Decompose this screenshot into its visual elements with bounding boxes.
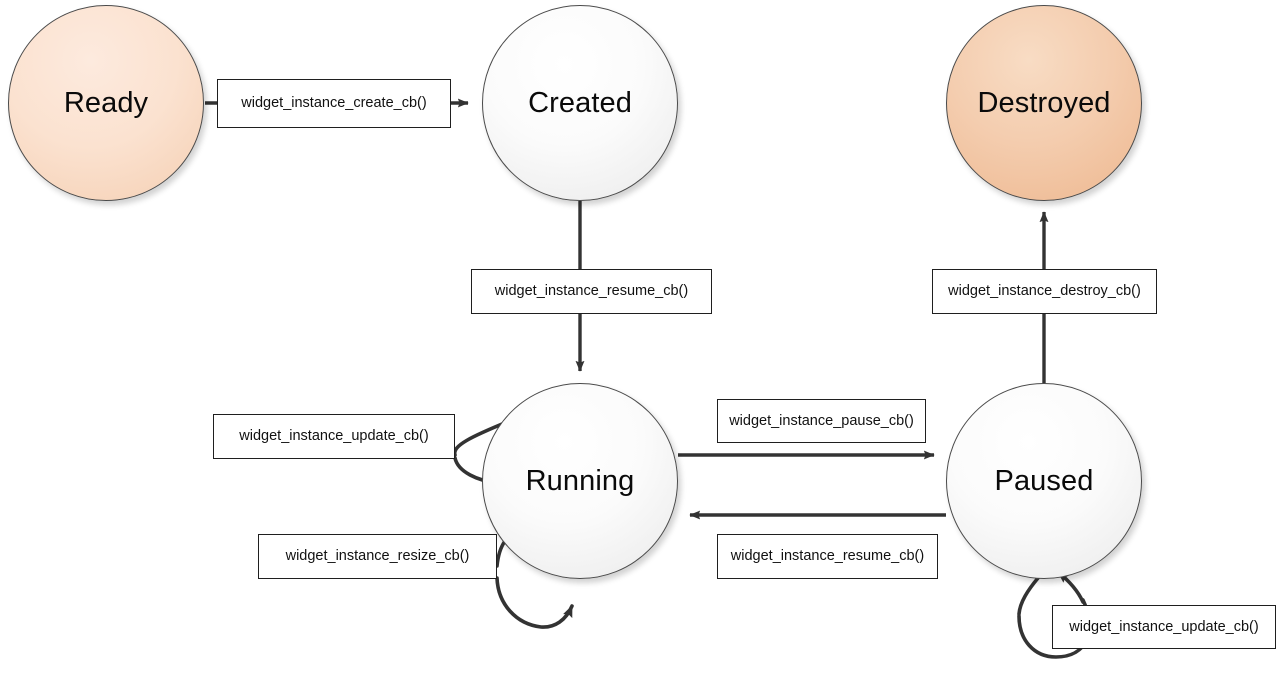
state-label-destroyed: Destroyed: [977, 86, 1111, 119]
state-label-created: Created: [528, 86, 632, 119]
state-node-created[interactable]: Created: [482, 5, 678, 201]
edge-label-running-to-paused[interactable]: widget_instance_pause_cb(): [717, 399, 926, 443]
edge-label-ready-to-created[interactable]: widget_instance_create_cb(): [217, 79, 451, 128]
state-node-ready[interactable]: Ready: [8, 5, 204, 201]
edge-label-paused-to-running[interactable]: widget_instance_resume_cb(): [717, 534, 938, 579]
state-node-destroyed[interactable]: Destroyed: [946, 5, 1142, 201]
edge-label-paused-to-destroyed[interactable]: widget_instance_destroy_cb(): [932, 269, 1157, 314]
state-node-paused[interactable]: Paused: [946, 383, 1142, 579]
edge-label-running-self-resize[interactable]: widget_instance_resize_cb(): [258, 534, 497, 579]
state-label-paused: Paused: [994, 464, 1094, 497]
edge-label-created-to-running[interactable]: widget_instance_resume_cb(): [471, 269, 712, 314]
state-label-ready: Ready: [63, 86, 149, 119]
edge-label-paused-self-update[interactable]: widget_instance_update_cb(): [1052, 605, 1276, 649]
edge-label-running-self-update[interactable]: widget_instance_update_cb(): [213, 414, 455, 459]
state-node-running[interactable]: Running: [482, 383, 678, 579]
state-label-running: Running: [525, 464, 635, 497]
